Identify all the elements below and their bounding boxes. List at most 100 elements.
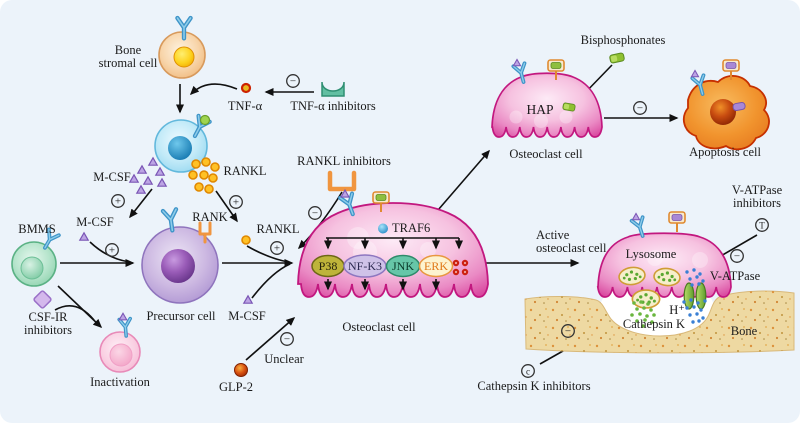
arrow-glp2-unclear	[245, 317, 296, 361]
csf-ir-inhibitor-icon	[33, 290, 52, 309]
svg-text:+: +	[109, 245, 115, 257]
label-traf6: TRAF6	[392, 221, 431, 235]
label-bmms: BMMS	[18, 222, 56, 236]
label-v-atpase-inhibitors: V-ATPase inhibitors	[732, 184, 782, 210]
minus-symbol: −	[286, 74, 300, 88]
svg-text:−: −	[290, 76, 296, 88]
rankl-cluster	[188, 157, 220, 194]
curve-rankl-join	[246, 245, 289, 263]
signal-node-p38: P38	[311, 254, 345, 278]
minus-symbol: −	[561, 324, 575, 338]
label-glp2: GLP-2	[218, 380, 254, 394]
label-rankl-inhibitors: RANKL inhibitors	[297, 154, 391, 168]
plus-symbol: +	[105, 243, 119, 257]
apoptosis-cell	[682, 59, 770, 151]
label-mcsf-2: M-CSF	[76, 215, 114, 229]
label-unclear: Unclear	[264, 352, 304, 366]
p38-label: P38	[319, 259, 338, 273]
curve-mcsf-join2	[251, 263, 291, 299]
label-line: inhibitors	[733, 196, 781, 210]
arrow-osteoclast-to-hap	[431, 149, 490, 218]
cathepsin-dots-icon	[630, 300, 656, 328]
proton-dots-icon	[682, 268, 707, 324]
svg-text:c: c	[526, 366, 530, 376]
rank-receptor-icon	[198, 221, 212, 244]
svg-text:−: −	[734, 251, 740, 263]
minus-symbol: −	[308, 206, 322, 220]
plus-symbol: +	[229, 195, 243, 209]
svg-text:−: −	[312, 208, 318, 220]
label-cathepsin-k: Cathepsin K	[622, 317, 686, 331]
label-active-osteoclast: Active osteoclast cell	[536, 229, 606, 255]
label-bone: Bone	[730, 324, 758, 338]
lysosome-secreting-icon	[631, 289, 661, 309]
symbol-layer: + + + + − − − − − − T c	[105, 74, 769, 378]
internal-pill-icon	[732, 101, 746, 112]
label-line: V-ATPase	[731, 183, 783, 197]
osteoclast-progenitor-cell	[154, 114, 211, 173]
minus-symbol: −	[280, 332, 294, 346]
tnf-molecule-icon	[240, 82, 252, 94]
signal-node-erk: ERK	[418, 254, 454, 278]
signal-node-nfk3: NF-K3	[343, 254, 387, 278]
ligand-triangle-icon	[690, 69, 700, 78]
svg-text:−: −	[637, 103, 643, 115]
curve-csfir-join	[54, 304, 95, 321]
ligand-triangle-icon	[512, 58, 522, 67]
svg-text:T: T	[759, 220, 765, 230]
tnf-inhibitor-icon	[321, 81, 345, 97]
label-inactivation: Inactivation	[90, 375, 150, 389]
jnk-label: JNK	[392, 259, 414, 273]
label-rank: RANK	[192, 210, 228, 224]
bisphosphonate-icon	[608, 52, 626, 64]
label-v-atpase: V-ATPase	[709, 269, 761, 283]
svg-text:−: −	[284, 334, 290, 346]
label-tnf: TNF-α	[227, 99, 263, 113]
c-symbol: c	[521, 364, 535, 378]
t-symbol: T	[755, 218, 769, 232]
arrow-tnf-to-pathway	[189, 83, 238, 96]
bone-stromal-cell	[158, 18, 206, 79]
signal-node-jnk: JNK	[385, 254, 421, 278]
label-precursor-cell: Precursor cell	[146, 309, 216, 323]
plus-symbol: +	[270, 241, 284, 255]
label-osteoclast-cell-hap: Osteoclast cell	[509, 147, 583, 161]
rankl-single-icon	[241, 235, 251, 245]
traf6-molecule-icon	[378, 223, 388, 234]
osteoclast-cell-center: P38 NF-K3 JNK ERK	[297, 189, 489, 298]
label-lysosome: Lysosome	[625, 247, 677, 261]
osteoclast-cell-hap	[491, 58, 603, 138]
label-rankl-1: RANKL	[223, 164, 267, 178]
ligand-ball-icon	[199, 114, 211, 126]
bmms-cell	[11, 227, 61, 287]
label-tnf-inhibitors: TNF-α inhibitors	[290, 99, 376, 113]
label-line: osteoclast cell	[536, 241, 607, 255]
label-osteoclast-cell-center: Osteoclast cell	[342, 320, 416, 334]
arrow-bmms-to-inactivation	[57, 285, 103, 329]
label-h-plus: H⁺	[669, 303, 685, 317]
label-apoptosis-cell: Apoptosis cell	[689, 145, 761, 159]
precursor-cell	[141, 209, 219, 304]
arrow-mcsf-down	[129, 188, 153, 219]
minus-symbol: −	[730, 249, 744, 263]
glp2-molecule-icon	[234, 363, 248, 377]
label-bisphosphonates: Bisphosphonates	[580, 33, 666, 47]
svg-text:+: +	[274, 243, 280, 255]
rankl-inhibitor-icon	[327, 170, 357, 192]
label-line: CSF-IR	[28, 310, 68, 324]
flag-receptor-icon	[668, 211, 686, 233]
label-csf-ir-inhibitors: CSF-IR inhibitors	[24, 311, 72, 337]
mcsf-single-icon	[79, 232, 89, 241]
label-rankl-2: RANKL	[256, 222, 300, 236]
label-cathepsin-k-inhibitors: Cathepsin K inhibitors	[477, 379, 591, 393]
label-line: Bone	[114, 43, 142, 57]
label-line: stromal cell	[98, 56, 158, 70]
gene-dots-icon	[452, 259, 469, 276]
bisphosphonate-internalized-icon	[562, 102, 576, 112]
label-hap: HAP	[526, 102, 554, 117]
label-line: inhibitors	[24, 323, 72, 337]
active-osteoclast-cell	[596, 211, 732, 328]
ligand-triangle-icon	[118, 312, 128, 321]
